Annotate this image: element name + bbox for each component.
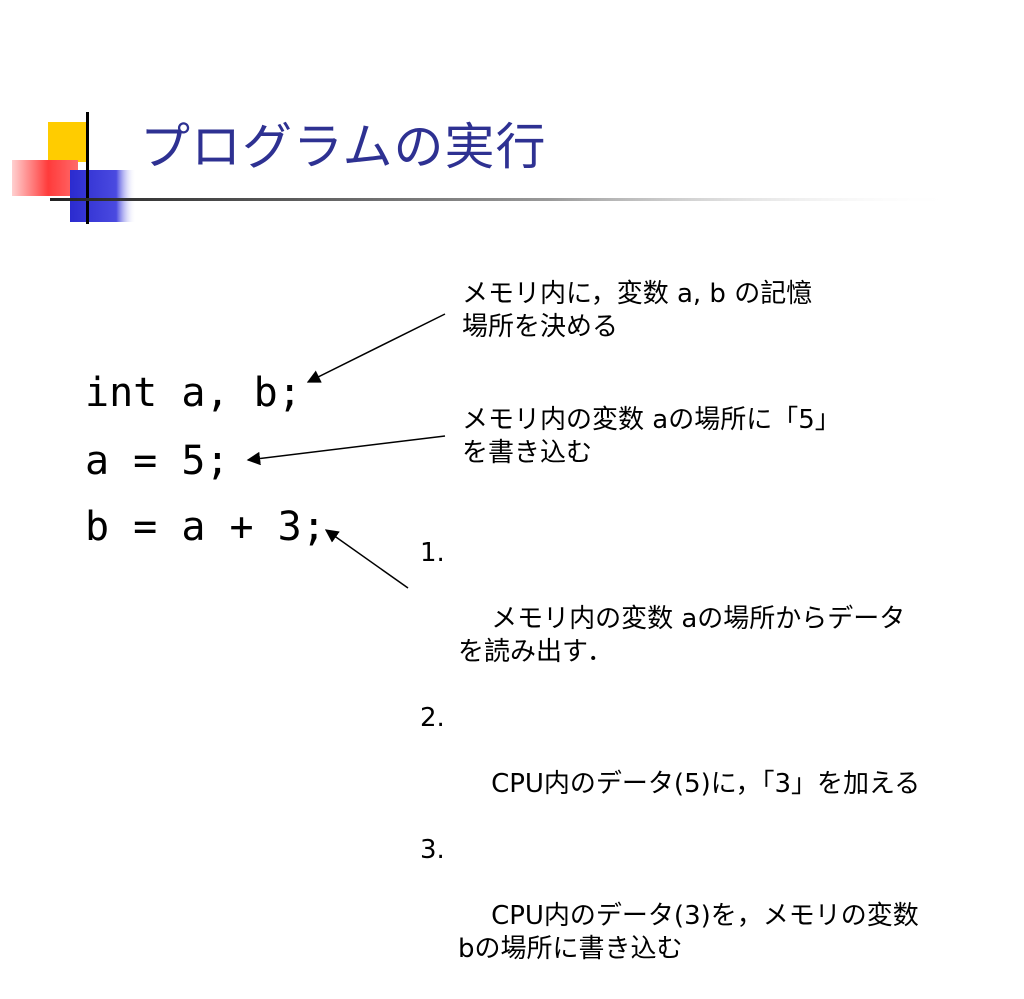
step-item: 2. CPU内のデータ(5)に，「3」を加える xyxy=(420,702,920,834)
note-declaration: メモリ内に，変数 a, b の記憶 場所を決める xyxy=(462,279,813,342)
arrow-assign-b xyxy=(324,529,409,589)
code-line-assign-b: b = a + 3; xyxy=(85,504,326,550)
note-assign-a: メモリ内の変数 aの場所に「5」 を書き込む xyxy=(462,405,841,468)
slide-title: プログラムの実行 xyxy=(140,118,547,176)
step-item: 3. CPU内のデータ(3)を，メモリの変数 bの場所に書き込む xyxy=(420,834,920,999)
slide-decoration xyxy=(12,112,960,589)
steps-list: 1. メモリ内の変数 aの場所からデータ を読み出す． 2. CPU内のデータ(… xyxy=(420,537,920,999)
code-line-assign-a: a = 5; xyxy=(85,438,230,484)
step-text: CPU内のデータ(5)に，「3」を加える xyxy=(491,769,921,799)
deco-blue-square xyxy=(70,170,136,222)
step-text: CPU内のデータ(3)を，メモリの変数 bの場所に書き込む xyxy=(458,901,919,964)
deco-red-square xyxy=(12,160,78,196)
code-line-declaration: int a, b; xyxy=(85,370,302,416)
step-number: 3. xyxy=(420,835,445,865)
arrow-assign-a xyxy=(246,435,446,466)
step-number: 1. xyxy=(420,538,445,568)
deco-yellow-square xyxy=(48,122,88,162)
deco-vertical-line xyxy=(86,112,89,224)
step-text: メモリ内の変数 aの場所からデータ を読み出す． xyxy=(458,604,906,667)
step-item: 1. メモリ内の変数 aの場所からデータ を読み出す． xyxy=(420,537,920,702)
title-rule xyxy=(50,198,960,201)
arrow-declaration xyxy=(306,313,446,383)
step-number: 2. xyxy=(420,703,445,733)
